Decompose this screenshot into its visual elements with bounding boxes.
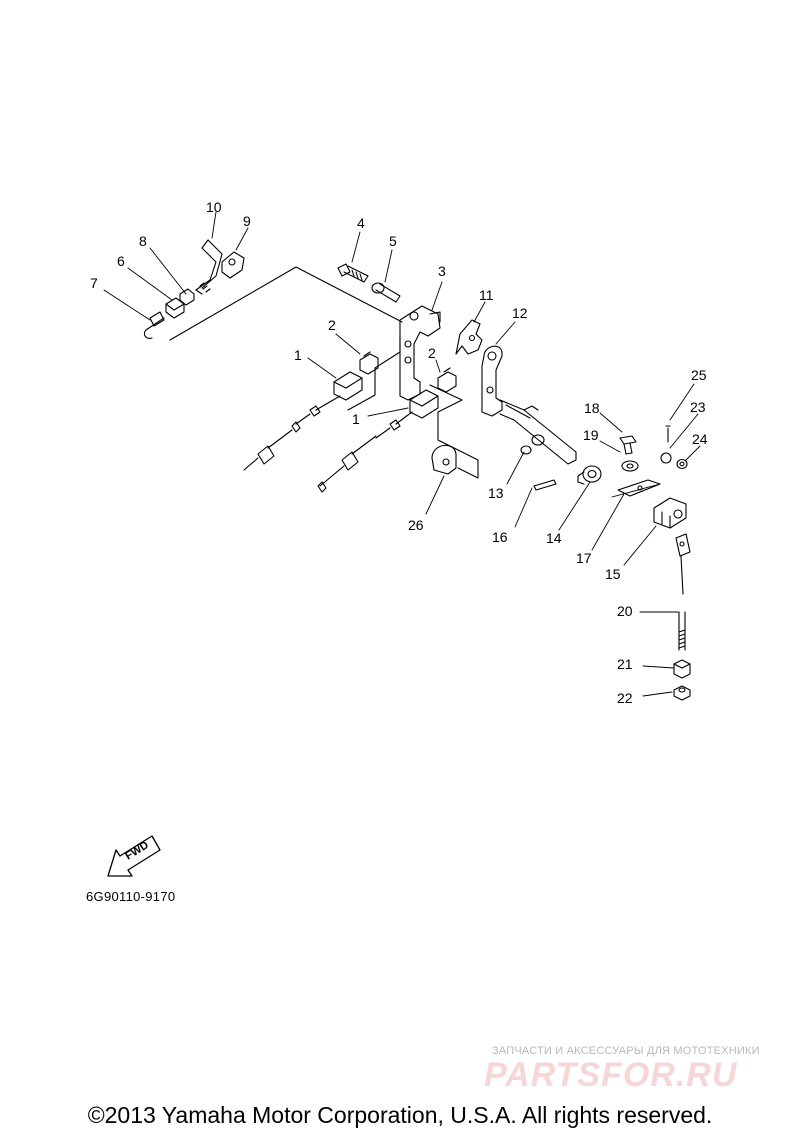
callout-20: 20 bbox=[617, 603, 633, 619]
callout-26: 26 bbox=[408, 517, 424, 533]
part-12-shift-lever bbox=[481, 345, 503, 417]
callout-24: 24 bbox=[692, 431, 708, 447]
callout-12: 12 bbox=[512, 305, 528, 321]
copyright-notice: ©2013 Yamaha Motor Corporation, U.S.A. A… bbox=[87, 1102, 713, 1128]
part-4-bolt bbox=[337, 263, 369, 283]
part-26-clamp bbox=[431, 444, 457, 475]
part-16-pin bbox=[533, 479, 557, 491]
part-6-nut bbox=[165, 297, 185, 319]
part-21-nut bbox=[673, 659, 691, 679]
part-7-hose-clip bbox=[143, 311, 165, 339]
part-1-cable-holder-upper bbox=[243, 371, 363, 471]
part-10-link-rod bbox=[195, 239, 223, 295]
callout-2b: 2 bbox=[428, 345, 436, 361]
part-24-washer bbox=[676, 458, 688, 470]
callout-21: 21 bbox=[617, 656, 633, 672]
part-17-plate bbox=[617, 479, 661, 497]
callout-5: 5 bbox=[389, 233, 397, 249]
part-2-joint-left bbox=[359, 351, 379, 375]
leader-lines bbox=[103, 211, 701, 697]
callout-2a: 2 bbox=[328, 317, 336, 333]
part-2-joint-right bbox=[437, 367, 457, 393]
part-1-cable-holder-lower bbox=[317, 389, 439, 493]
part-code: 6G90110-9170 bbox=[86, 889, 176, 904]
part-14-bushing bbox=[577, 465, 602, 485]
callout-labels: 1 1 2 2 3 4 5 6 7 8 9 10 11 12 13 14 15 … bbox=[90, 199, 708, 706]
part-8-nut bbox=[179, 288, 195, 306]
callout-25: 25 bbox=[691, 367, 707, 383]
part-18-bolt bbox=[619, 435, 637, 455]
part-20-shift-rod bbox=[678, 555, 686, 651]
callout-22: 22 bbox=[617, 690, 633, 706]
part-9-rod-end bbox=[221, 251, 245, 279]
callout-23: 23 bbox=[690, 399, 706, 415]
callout-9: 9 bbox=[243, 213, 251, 229]
callout-1a: 1 bbox=[294, 347, 302, 363]
watermark-subtitle: ЗАПЧАСТИ И АКСЕССУАРЫ ДЛЯ МОТОТЕХНИКИ bbox=[492, 1045, 760, 1057]
callout-10: 10 bbox=[206, 199, 222, 215]
watermark-brand: PARTSFOR.RU bbox=[484, 1056, 738, 1094]
callout-1b: 1 bbox=[352, 411, 360, 427]
part-25-pin bbox=[665, 425, 671, 443]
part-5-collar bbox=[371, 282, 401, 303]
callout-4: 4 bbox=[357, 215, 365, 231]
part-23-clip bbox=[660, 452, 672, 464]
callout-6: 6 bbox=[117, 253, 125, 269]
part-13-shift-shaft bbox=[499, 399, 577, 465]
callout-8: 8 bbox=[139, 233, 147, 249]
callout-17: 17 bbox=[576, 550, 592, 566]
part-22-nut bbox=[673, 685, 691, 701]
part-15-rod-joint bbox=[653, 497, 691, 557]
callout-11: 11 bbox=[479, 287, 494, 303]
part-3-lever bbox=[399, 305, 441, 401]
part-19-washer bbox=[621, 460, 639, 472]
callout-7: 7 bbox=[90, 275, 98, 291]
callout-16: 16 bbox=[492, 529, 508, 545]
callout-15: 15 bbox=[605, 566, 621, 582]
callout-14: 14 bbox=[546, 530, 562, 546]
callout-18: 18 bbox=[584, 400, 600, 416]
callout-13: 13 bbox=[488, 485, 504, 501]
fwd-arrow-icon bbox=[107, 835, 161, 877]
callout-19: 19 bbox=[583, 427, 599, 443]
callout-3: 3 bbox=[438, 263, 446, 279]
part-11-bracket bbox=[455, 319, 483, 355]
